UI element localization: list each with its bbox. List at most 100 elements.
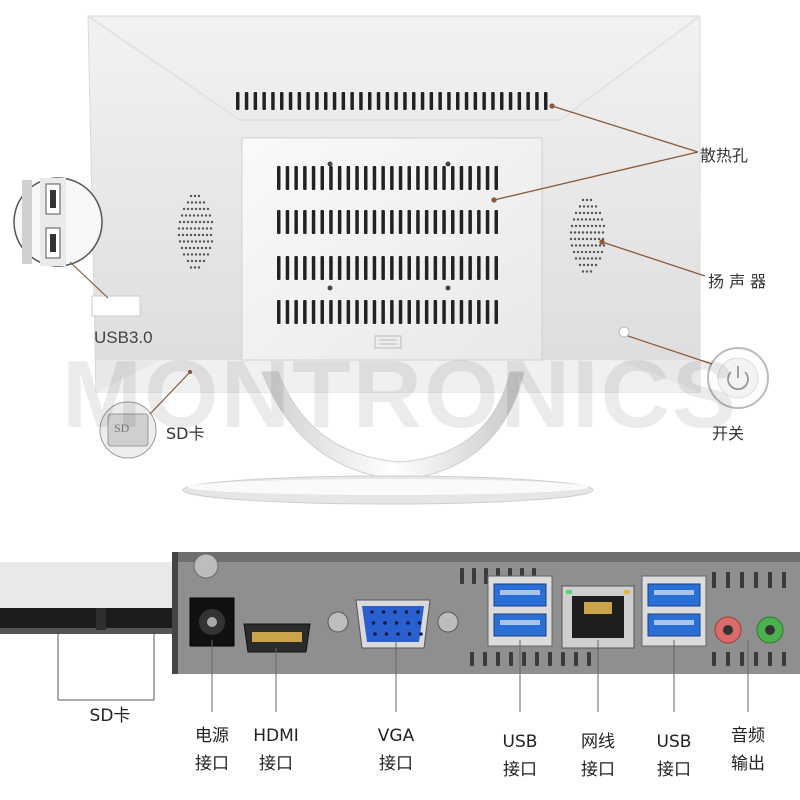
vent-slot bbox=[544, 92, 548, 110]
vent-slot bbox=[407, 256, 411, 280]
vga-pin bbox=[381, 610, 386, 614]
vent-slot bbox=[494, 300, 498, 324]
vent-slot bbox=[442, 210, 446, 234]
vent-slot bbox=[390, 210, 394, 234]
speaker-hole bbox=[189, 266, 193, 269]
vent-slot bbox=[468, 300, 472, 324]
speaker-hole bbox=[192, 214, 196, 217]
speaker-hole bbox=[585, 237, 589, 241]
speaker-hole bbox=[597, 237, 601, 241]
vent-slot bbox=[364, 166, 368, 190]
vent-slot bbox=[311, 300, 316, 324]
speaker-hole bbox=[194, 220, 198, 224]
speaker-hole bbox=[586, 244, 590, 247]
speaker-callout-line bbox=[599, 239, 706, 277]
vent-slot bbox=[303, 166, 307, 190]
speaker-hole bbox=[585, 231, 589, 234]
vent-slot bbox=[482, 92, 486, 110]
vent-slot bbox=[494, 210, 498, 234]
vent-slot bbox=[355, 256, 359, 280]
speaker-hole bbox=[182, 240, 186, 243]
panel-vent-slot bbox=[754, 652, 758, 666]
hdmi-port bbox=[243, 623, 311, 653]
panel-vent-slot bbox=[740, 572, 744, 588]
speaker-hole bbox=[180, 246, 184, 250]
sd-icon-text: SD bbox=[114, 421, 130, 435]
speaker-hole bbox=[182, 220, 186, 224]
panel-vent-slot bbox=[472, 568, 476, 584]
speaker-hole bbox=[177, 233, 181, 237]
hdmi-label-line1: HDMI bbox=[253, 726, 299, 746]
speaker-hole bbox=[574, 224, 578, 228]
power-switch-label: 开关 bbox=[712, 424, 745, 443]
speaker-hole bbox=[194, 207, 198, 211]
speaker-hole bbox=[181, 233, 185, 237]
speaker-hole bbox=[196, 214, 200, 217]
panel-vent-slot bbox=[782, 572, 786, 588]
usb30-callout-line bbox=[69, 261, 109, 299]
vent-slot bbox=[311, 166, 316, 190]
vent-slot bbox=[315, 92, 319, 110]
vent-slot bbox=[350, 92, 354, 110]
vent-slot bbox=[424, 166, 429, 190]
panel-vent-slot bbox=[470, 652, 474, 666]
port-callout-lines bbox=[211, 640, 749, 712]
speaker-hole bbox=[180, 214, 184, 217]
audio-label-line2: 输出 bbox=[731, 754, 765, 774]
vent-slot bbox=[346, 256, 351, 280]
speaker-hole bbox=[200, 246, 204, 250]
speaker-hole bbox=[198, 253, 202, 256]
vent-slot bbox=[390, 166, 394, 190]
vent-slot bbox=[535, 92, 539, 110]
speaker-hole bbox=[586, 224, 590, 228]
speaker-hole bbox=[208, 246, 212, 250]
speaker-grille-left bbox=[177, 194, 214, 269]
vent-slot bbox=[407, 166, 411, 190]
speaker-hole bbox=[188, 214, 192, 217]
speaker-hole bbox=[586, 257, 590, 260]
vent-slot bbox=[398, 256, 403, 280]
panel-vent-slot bbox=[726, 572, 730, 588]
speaker-hole bbox=[198, 207, 202, 211]
mount-screw-holes bbox=[327, 161, 451, 291]
panel-vent-slot bbox=[484, 568, 488, 584]
vent-slot bbox=[294, 166, 298, 190]
vent-slot bbox=[477, 300, 481, 324]
vga-pin bbox=[383, 621, 387, 625]
vent-slot bbox=[459, 166, 464, 190]
speaker-hole bbox=[570, 224, 574, 228]
vga-pin bbox=[371, 621, 376, 625]
vent-slot bbox=[337, 300, 342, 324]
speaker-hole bbox=[194, 201, 198, 204]
speaker-hole bbox=[177, 227, 181, 230]
speaker-hole bbox=[581, 270, 585, 273]
speaker-hole bbox=[189, 227, 193, 230]
panel-vent-slot bbox=[754, 572, 758, 588]
speaker-hole bbox=[198, 259, 202, 263]
vent-slot bbox=[477, 166, 481, 190]
hdmi-port-label: HDMI 接口 bbox=[246, 722, 306, 778]
vent-slot bbox=[303, 210, 307, 234]
speaker-hole bbox=[190, 253, 194, 256]
speaker-hole bbox=[590, 224, 594, 228]
vent-slot bbox=[285, 210, 290, 234]
speaker-hole bbox=[601, 231, 605, 234]
vga-pin bbox=[416, 610, 420, 614]
speaker-hole bbox=[572, 250, 576, 254]
speaker-hole bbox=[206, 207, 210, 211]
speaker-hole bbox=[578, 205, 582, 208]
audio-output-label: 音频 输出 bbox=[718, 722, 778, 778]
speaker-hole bbox=[198, 201, 202, 204]
usb-right-label-line2: 接口 bbox=[657, 760, 691, 780]
speaker-hole bbox=[196, 246, 200, 250]
vent-slot bbox=[294, 210, 298, 234]
vent-slot bbox=[468, 166, 472, 190]
vent-slot bbox=[320, 256, 324, 280]
speaker-hole bbox=[570, 244, 574, 247]
speaker-hole bbox=[577, 231, 581, 234]
panel-vent-slot bbox=[782, 652, 786, 666]
vent-slot bbox=[424, 300, 429, 324]
vent-slot bbox=[277, 300, 281, 324]
speaker-hole bbox=[602, 224, 606, 228]
power-port-label-line1: 电源 bbox=[195, 726, 229, 746]
